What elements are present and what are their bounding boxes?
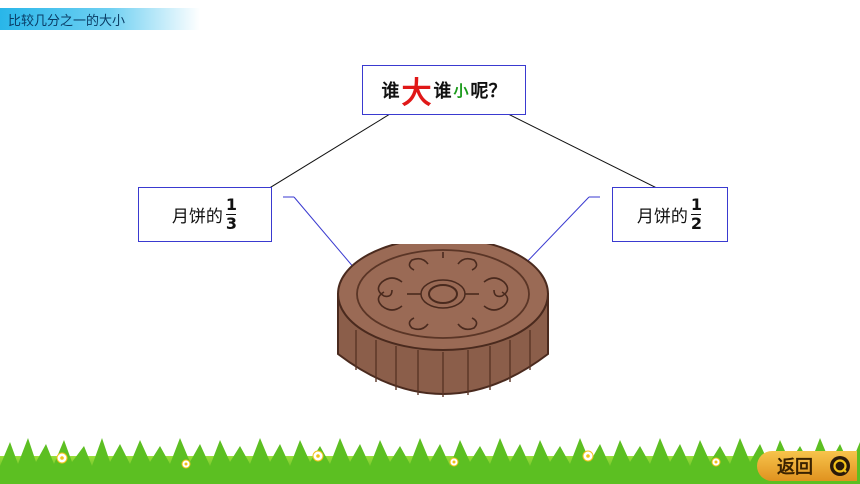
back-button[interactable]: 返回 xyxy=(757,451,857,481)
left-label-text: 月饼的 xyxy=(171,207,223,227)
fraction-bar xyxy=(226,214,237,215)
fraction-bar xyxy=(691,214,702,215)
fraction-one-half: 1 2 xyxy=(690,197,703,232)
right-denominator: 2 xyxy=(690,214,703,233)
right-numerator: 1 xyxy=(690,195,703,214)
left-fraction-box: 月饼的 1 3 xyxy=(138,187,272,242)
question-part2: 谁 xyxy=(433,81,452,102)
mooncake-image xyxy=(337,244,549,397)
grass-footer xyxy=(0,438,860,484)
question-part1: 谁 xyxy=(381,81,400,102)
left-numerator: 1 xyxy=(225,195,238,214)
left-denominator: 3 xyxy=(225,214,238,233)
back-button-label: 返回 xyxy=(777,457,813,478)
back-circle-icon xyxy=(830,456,850,476)
right-fraction-box: 月饼的 1 2 xyxy=(612,187,728,242)
question-small: 小 xyxy=(453,81,469,100)
title-bar: 比较几分之一的大小 xyxy=(0,8,200,30)
question-box: 谁 大 谁 小 呢？ xyxy=(362,65,526,115)
page-title: 比较几分之一的大小 xyxy=(8,14,126,29)
fraction-one-third: 1 3 xyxy=(225,197,238,232)
right-label-text: 月饼的 xyxy=(636,207,688,227)
question-part3: 呢？ xyxy=(470,81,507,102)
question-big: 大 xyxy=(401,76,432,111)
